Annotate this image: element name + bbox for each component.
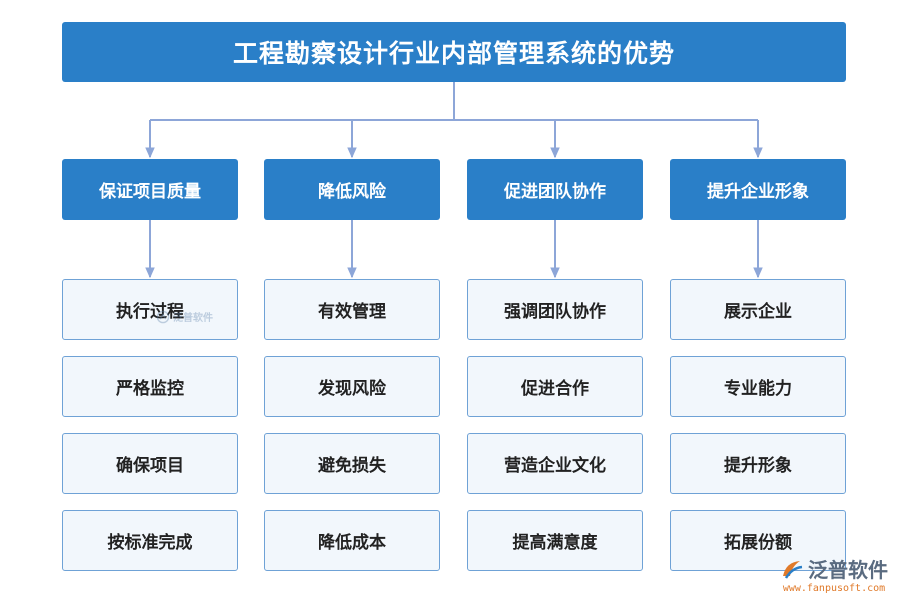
item-box: 提升形象 xyxy=(670,433,846,494)
item-box: 降低成本 xyxy=(264,510,440,571)
fanpu-logo-icon xyxy=(783,560,803,579)
item-box: 避免损失 xyxy=(264,433,440,494)
brand-logo: 泛普软件 www.fanpusoft.com xyxy=(780,554,888,594)
item-box: 营造企业文化 xyxy=(467,433,643,494)
item-box: 促进合作 xyxy=(467,356,643,417)
item-box: 按标准完成 xyxy=(62,510,238,571)
item-box: 发现风险 xyxy=(264,356,440,417)
category-box: 降低风险 xyxy=(264,159,440,220)
category-box: 提升企业形象 xyxy=(670,159,846,220)
item-box: 严格监控 xyxy=(62,356,238,417)
brand-name: 泛普软件 xyxy=(808,558,888,582)
item-box: 确保项目 xyxy=(62,433,238,494)
category-box: 保证项目质量 xyxy=(62,159,238,220)
category-box: 促进团队协作 xyxy=(467,159,643,220)
item-box: 拓展份额 xyxy=(670,510,846,571)
item-box: 展示企业 xyxy=(670,279,846,340)
item-box: 强调团队协作 xyxy=(467,279,643,340)
item-box: 提高满意度 xyxy=(467,510,643,571)
item-box: 执行过程 xyxy=(62,279,238,340)
diagram-title: 工程勘察设计行业内部管理系统的优势 xyxy=(62,22,846,82)
item-box: 专业能力 xyxy=(670,356,846,417)
brand-url: www.fanpusoft.com xyxy=(782,583,886,594)
item-box: 有效管理 xyxy=(264,279,440,340)
